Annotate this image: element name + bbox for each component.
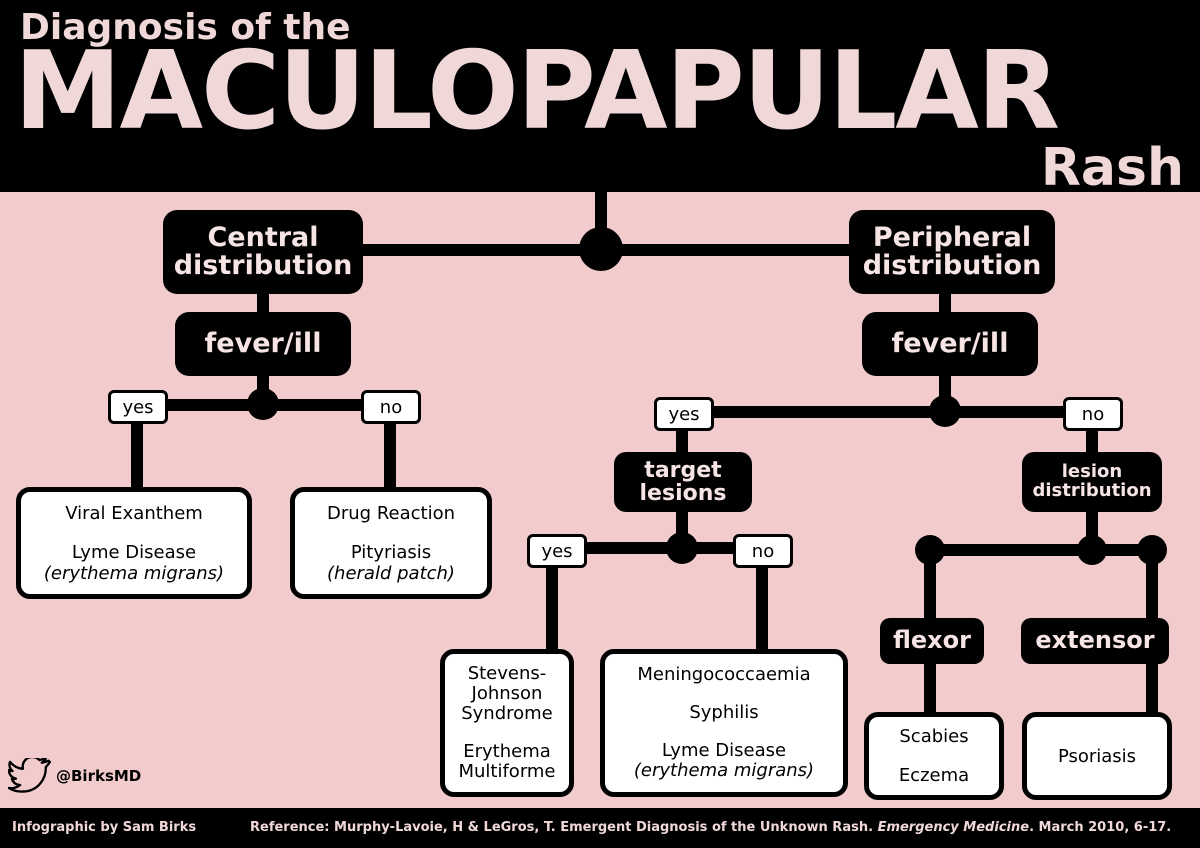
peripheral-yes-label: yes	[654, 397, 714, 431]
twitter-bird-icon	[8, 758, 52, 793]
central-distribution-label-1: Central	[207, 221, 319, 253]
result-line: Meningococcaemia	[637, 664, 811, 685]
target-lesions-label-1: target	[644, 457, 722, 483]
extensor-node: extensor	[1021, 618, 1169, 664]
target-yes-label: yes	[527, 534, 587, 568]
reference-prefix: Reference: Murphy-Lavoie, H & LeGros, T.…	[250, 820, 874, 835]
result-line: (herald patch)	[327, 562, 455, 584]
central-yes-result: Viral Exanthem Lyme Disease (erythema mi…	[16, 487, 252, 599]
peripheral-distribution-node: Peripheral distribution	[849, 210, 1055, 294]
result-line: Psoriasis	[1057, 745, 1137, 767]
result-line: Eczema	[898, 765, 970, 786]
flexor-label: flexor	[893, 626, 971, 655]
central-no-result: Drug Reaction Pityriasis (herald patch)	[290, 487, 492, 599]
target-lesions-label-2: lesions	[639, 481, 727, 506]
flexor-result: Scabies Eczema	[864, 712, 1004, 800]
lesion-distribution-node: lesion distribution	[1022, 452, 1162, 512]
title-line-2: MACULOPAPULAR	[14, 29, 1060, 154]
reference-journal: Emergency Medicine	[877, 820, 1030, 835]
central-no-label: no	[361, 390, 421, 424]
title-line-1: Diagnosis of the	[20, 7, 351, 48]
peripheral-distribution-label-1: Peripheral	[872, 221, 1032, 253]
twitter-handle[interactable]: @BirksMD	[56, 767, 142, 785]
footer-credit: Infographic by Sam Birks	[12, 820, 197, 835]
peripheral-fever-label: fever/ill	[891, 327, 1009, 359]
target-lesions-node: target lesions	[614, 452, 752, 512]
result-line: (erythema migrans)	[633, 760, 815, 781]
title-banner: Diagnosis of the MACULOPAPULAR Rash	[0, 0, 1200, 196]
result-line: Johnson	[471, 683, 543, 704]
result-line: Lyme Disease	[661, 740, 787, 761]
twitter-handle-group: @BirksMD	[8, 758, 141, 794]
result-line: Stevens-	[467, 663, 547, 684]
reference-suffix: . March 2010, 6-17.	[1029, 820, 1172, 835]
result-line: Multiforme	[458, 761, 556, 782]
central-fever-node: fever/ill	[175, 312, 351, 376]
flexor-node: flexor	[880, 618, 984, 664]
peripheral-fever-node: fever/ill	[862, 312, 1038, 376]
target-no-result: Meningococcaemia Syphilis Lyme Disease (…	[600, 649, 848, 797]
result-line: (erythema migrans)	[43, 562, 225, 584]
result-line: Syndrome	[461, 703, 553, 724]
result-line: Lyme Disease	[71, 541, 197, 563]
result-line: Erythema	[463, 741, 551, 762]
target-yes-result: Stevens- Johnson Syndrome Erythema Multi…	[440, 649, 574, 797]
title-line-3: Rash	[1040, 138, 1184, 198]
central-distribution-label-2: distribution	[173, 250, 353, 281]
target-no-label: no	[733, 534, 793, 568]
result-line: Scabies	[899, 726, 969, 747]
peripheral-no-label: no	[1063, 397, 1123, 431]
footer: Infographic by Sam Birks Reference: Murp…	[0, 808, 1200, 848]
lesion-distribution-label-2: distribution	[1032, 480, 1152, 501]
footer-reference: Reference: Murphy-Lavoie, H & LeGros, T.…	[250, 820, 1171, 835]
central-distribution-node: Central distribution	[163, 210, 363, 294]
result-line: Syphilis	[689, 702, 759, 723]
central-fever-label: fever/ill	[204, 327, 322, 359]
result-line: Pityriasis	[350, 541, 432, 563]
result-line: Drug Reaction	[327, 502, 455, 524]
extensor-label: extensor	[1035, 626, 1155, 655]
result-line: Viral Exanthem	[65, 502, 203, 524]
lesion-distribution-label-1: lesion	[1061, 461, 1123, 483]
extensor-result: Psoriasis	[1022, 712, 1172, 800]
peripheral-distribution-label-2: distribution	[862, 250, 1042, 281]
central-yes-label: yes	[108, 390, 168, 424]
